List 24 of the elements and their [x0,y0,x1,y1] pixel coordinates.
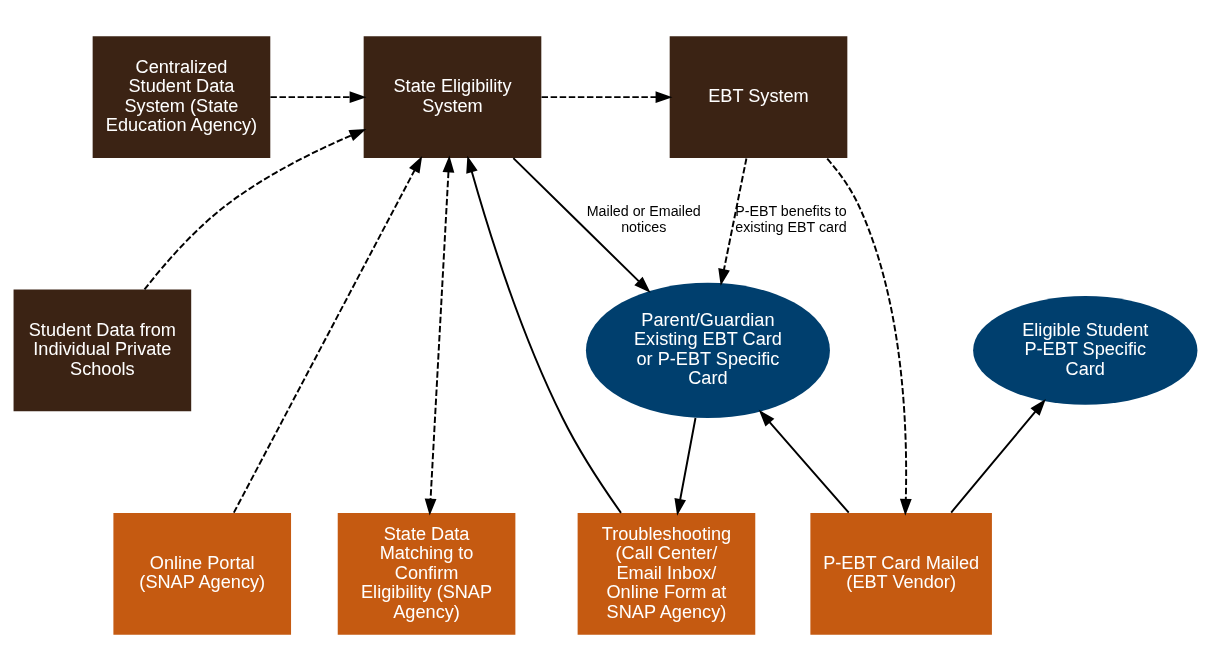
arrow [674,417,697,516]
node-ellipse: Parent/Guardian Existing EBT Card or P-EBT Specific Card [585,282,830,419]
node-box: P-EBT Card Mailed (EBT Vendor) [810,512,992,635]
node-box: State Data Matching to Confirm Eligibility (SNAP Agency) [337,512,516,635]
arrow [424,155,455,516]
arrow [143,129,367,291]
node-box: Student Data from Individual Private Schools [13,289,192,412]
arrow [269,91,367,104]
arrow [466,155,622,514]
arrow [718,157,748,286]
arrow [826,157,912,516]
node-ellipse: Eligible Student P-EBT Specific Card [973,296,1198,405]
arrow [512,157,651,293]
edge-label: P-EBT benefits to existing EBT card [735,203,847,235]
node-box: Centralized Student Data System (State Education Agency) [92,36,271,159]
arrow [540,91,673,104]
arrow [232,155,423,514]
arrow [758,409,850,514]
edge-label: Mailed or Emailed notices [586,203,701,235]
node-box: Troubleshooting (Call Center/ Email Inbox/ Online Form at SNAP Agency) [577,512,756,635]
arrow [950,399,1046,514]
node-box: EBT System [669,36,848,159]
node-box: Online Portal (SNAP Agency) [113,512,292,635]
node-box: State Eligibility System [363,36,542,159]
